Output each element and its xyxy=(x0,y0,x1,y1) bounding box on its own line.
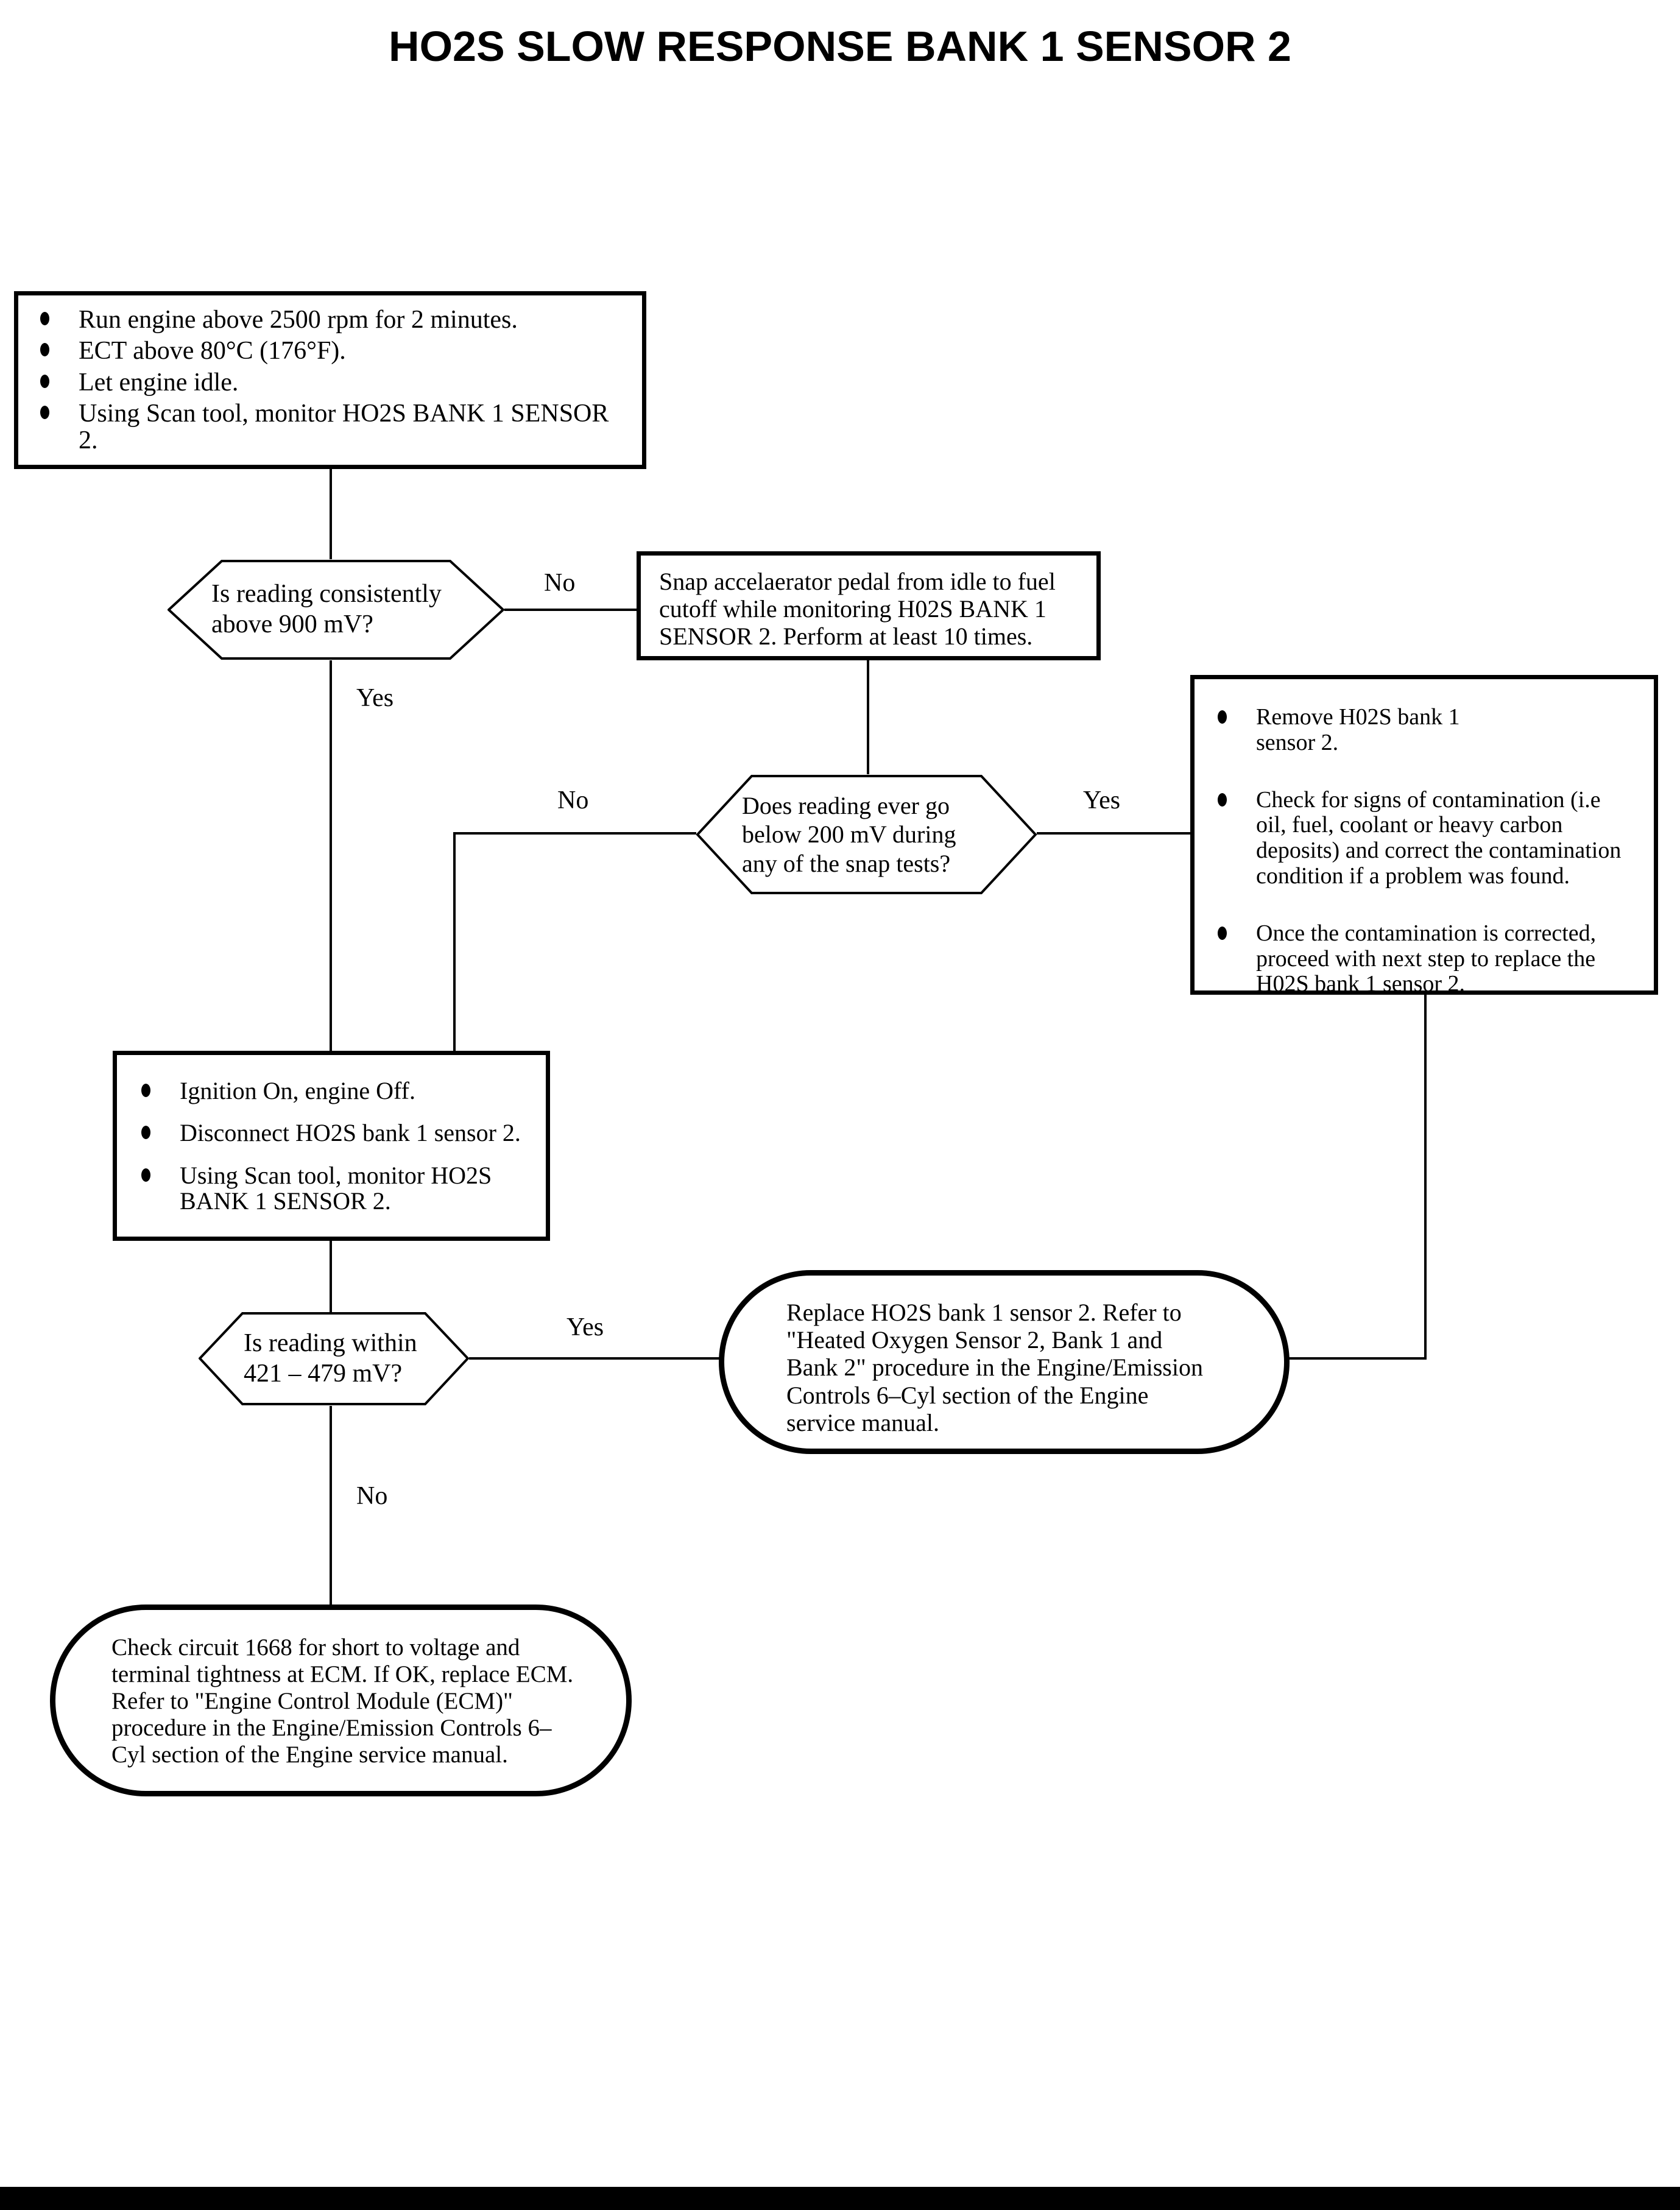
page-title: HO2S SLOW RESPONSE BANK 1 SENSOR 2 xyxy=(389,23,1291,70)
bullet-icon xyxy=(40,311,49,325)
connector-contamination-down xyxy=(1424,995,1427,1360)
bullet-text: Ignition On, engine Off. xyxy=(180,1076,415,1104)
check-ecm-terminal: Check circuit 1668 for short to voltage … xyxy=(50,1605,632,1796)
bullet-text: Run engine above 2500 rpm for 2 minutes. xyxy=(79,305,518,334)
decision-text-line: any of the snap tests? xyxy=(742,849,951,877)
list-item: Using Scan tool, monitor HO2S BANK 1 SEN… xyxy=(141,1161,534,1215)
list-item: Let engine idle. xyxy=(40,369,630,396)
connector-q2-no-vertical xyxy=(453,832,456,1051)
edge-label-no-q3: No xyxy=(356,1482,388,1510)
list-item: Ignition On, engine Off. xyxy=(141,1078,534,1104)
bullet-text: Using Scan tool, monitor HO2S BANK 1 SEN… xyxy=(180,1161,492,1215)
list-item: Once the contamination is corrected, pro… xyxy=(1218,920,1642,997)
edge-label-no-q2: No xyxy=(557,786,589,814)
bullet-icon xyxy=(40,374,49,388)
list-item: ECT above 80°C (176°F). xyxy=(40,337,630,364)
edge-label-yes-q2: Yes xyxy=(1083,786,1121,814)
bullet-icon xyxy=(141,1168,150,1182)
terminal-text: Check circuit 1668 for short to voltage … xyxy=(111,1634,574,1768)
list-item: Run engine above 2500 rpm for 2 minutes. xyxy=(40,306,630,333)
prep-steps-box: Run engine above 2500 rpm for 2 minutes.… xyxy=(14,291,646,469)
decision-reading-below-200mv: Does reading ever go below 200 mV during… xyxy=(696,774,1037,895)
bullet-text: Remove H02S bank 1 sensor 2. xyxy=(1256,704,1460,755)
connector-q2-no-horizontal xyxy=(453,832,696,835)
decision-text-line: 421 – 479 mV? xyxy=(244,1359,403,1388)
decision-text-line: Does reading ever go xyxy=(742,792,950,820)
bullet-text: Once the contamination is corrected, pro… xyxy=(1256,920,1597,997)
bullet-text: Check for signs of contamination (i.e oi… xyxy=(1256,786,1622,889)
replace-sensor-terminal: Replace HO2S bank 1 sensor 2. Refer to "… xyxy=(719,1270,1290,1454)
ignition-on-box: Ignition On, engine Off. Disconnect HO2S… xyxy=(113,1051,550,1241)
decision-text-line: below 200 mV during xyxy=(742,821,956,849)
connector-snap-to-q2 xyxy=(867,660,869,774)
edge-label-yes-q3: Yes xyxy=(566,1313,604,1341)
bullet-icon xyxy=(40,406,49,420)
list-item: Remove H02S bank 1 sensor 2. xyxy=(1218,704,1642,756)
snap-accelerator-box: Snap accelaerator pedal from idle to fue… xyxy=(637,551,1101,660)
bullet-icon xyxy=(40,343,49,357)
bullet-text: Let engine idle. xyxy=(79,368,239,397)
bullet-icon xyxy=(1218,926,1227,940)
bullet-icon xyxy=(141,1083,150,1097)
bullet-text: Using Scan tool, monitor HO2S BANK 1 SEN… xyxy=(79,400,609,455)
decision-reading-above-900mv: Is reading consistently above 900 mV? xyxy=(168,559,504,660)
bullet-text: ECT above 80°C (176°F). xyxy=(79,337,346,365)
connector-contamination-to-replace xyxy=(1287,1357,1427,1360)
bullet-text: Disconnect HO2S bank 1 sensor 2. xyxy=(180,1119,521,1146)
list-item: Check for signs of contamination (i.e oi… xyxy=(1218,786,1642,889)
terminal-text: Replace HO2S bank 1 sensor 2. Refer to "… xyxy=(786,1299,1203,1436)
bullet-icon xyxy=(1218,793,1227,807)
bullet-icon xyxy=(1218,710,1227,724)
hexagon-shape xyxy=(199,1312,469,1405)
process-text: Snap accelaerator pedal from idle to fue… xyxy=(659,568,1056,651)
connector-q3-no-to-ecm xyxy=(330,1406,332,1605)
contamination-check-box: Remove H02S bank 1 sensor 2. Check for s… xyxy=(1190,675,1658,997)
decision-text-line: above 900 mV? xyxy=(211,610,373,638)
edge-label-no-q1: No xyxy=(544,569,576,597)
connector-q1-no-to-snap xyxy=(504,609,637,611)
bottom-scan-bar xyxy=(0,2187,1680,2210)
list-item: Disconnect HO2S bank 1 sensor 2. xyxy=(141,1120,534,1146)
connector-ignition-to-q3 xyxy=(330,1241,332,1313)
decision-reading-within-range: Is reading within 421 – 479 mV? xyxy=(199,1312,469,1406)
hexagon-shape xyxy=(696,775,1037,894)
list-item: Using Scan tool, monitor HO2S BANK 1 SEN… xyxy=(40,400,630,454)
connector-q3-yes-to-replace xyxy=(469,1357,721,1360)
decision-text-line: Is reading consistently xyxy=(211,580,442,609)
connector-q2-yes-to-contamination xyxy=(1037,832,1190,835)
bullet-icon xyxy=(141,1126,150,1139)
hexagon-shape xyxy=(168,560,504,660)
decision-text-line: Is reading within xyxy=(244,1329,417,1357)
edge-label-yes-q1: Yes xyxy=(356,684,394,712)
connector-prep-to-q1 xyxy=(330,469,332,559)
connector-q1-yes-to-ignition xyxy=(330,660,332,1051)
